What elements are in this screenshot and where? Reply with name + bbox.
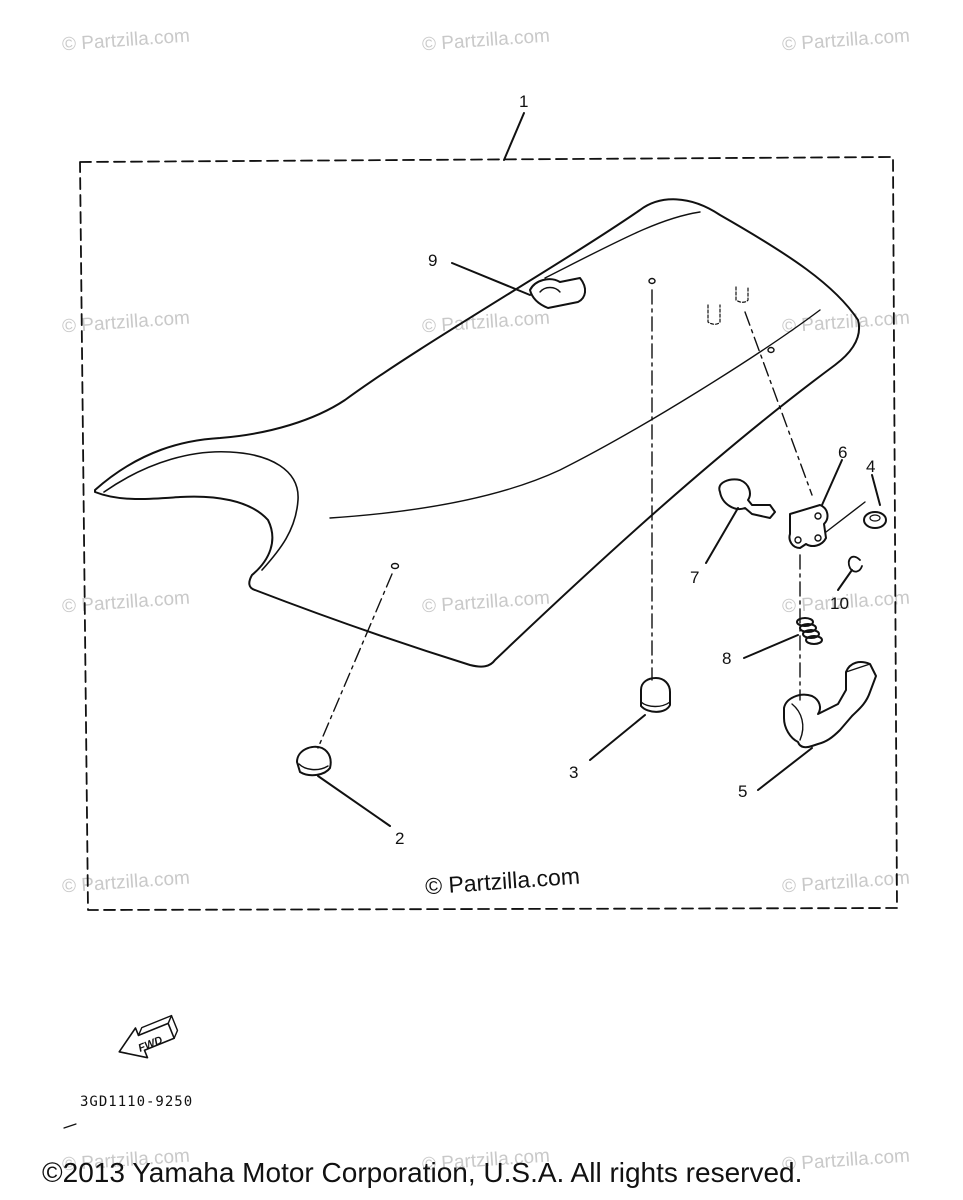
callout-1: 1: [519, 92, 528, 111]
copyright-notice: ©2013 Yamaha Motor Corporation, U.S.A. A…: [42, 1157, 803, 1188]
part-3-damper: [640, 677, 671, 713]
leader-line-10: [837, 569, 853, 591]
seat-outline: [94, 198, 860, 668]
seat-edge-line: [329, 309, 821, 519]
part-5-lever: [783, 661, 877, 749]
leader-line-3: [589, 714, 646, 761]
leader-line-8: [743, 634, 799, 659]
part-10-clip: [847, 555, 863, 573]
callout-7: 7: [690, 568, 699, 587]
part-8-spring: [796, 617, 823, 645]
seat-inner-rim: [103, 450, 299, 571]
part-9-strap: [529, 277, 586, 309]
fwd-arrow-icon: [118, 1014, 179, 1059]
callout-8: 8: [722, 649, 731, 668]
callout-2: 2: [395, 829, 404, 848]
leader-line-7: [705, 507, 739, 564]
part-6-hook: [788, 504, 829, 549]
leader-line-4: [871, 474, 881, 506]
callout-6: 6: [838, 443, 847, 462]
leader-line-6: [821, 459, 843, 506]
seat-tail-line: [544, 211, 701, 279]
callout-4: 4: [866, 457, 875, 476]
leader-line-9: [451, 262, 531, 296]
leader-line-2: [317, 775, 391, 827]
part-4-grommet: [863, 511, 887, 529]
part-code: 3GD1110-9250: [80, 1094, 194, 1110]
callout-5: 5: [738, 782, 747, 801]
callout-10: 10: [830, 594, 849, 613]
leader-line-5: [757, 747, 813, 791]
assembly-boundary: [79, 156, 898, 911]
callout-3: 3: [569, 763, 578, 782]
part-7-bolt: [718, 478, 776, 519]
part-2-damper: [296, 745, 332, 777]
leader-line-1: [503, 112, 525, 161]
callout-9: 9: [428, 251, 437, 270]
fwd-label: FWD: [137, 1034, 165, 1055]
